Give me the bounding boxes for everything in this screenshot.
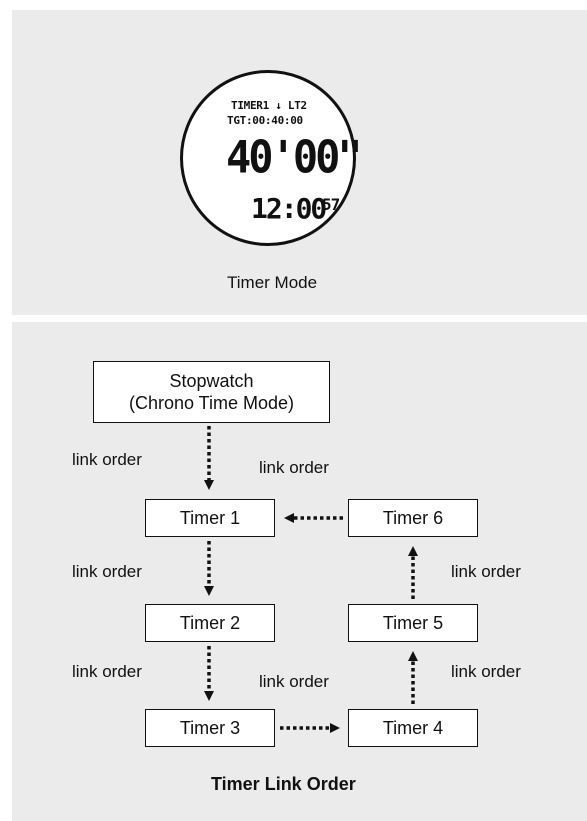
timer-mode-caption: Timer Mode (227, 273, 318, 292)
link-order-label: link order (72, 662, 142, 681)
timer6-box: Timer 6 (348, 499, 478, 537)
link-order-label: link order (72, 450, 142, 469)
stopwatch-box: Stopwatch (Chrono Time Mode) (93, 361, 330, 423)
lcd-main-time: 40'00" (226, 131, 363, 184)
lcd-target-line: TGT:00:40:00 (227, 114, 303, 127)
lcd-clock-seconds: 57 (322, 195, 340, 214)
timer4-box: Timer 4 (348, 709, 478, 747)
stopwatch-mode-label: (Chrono Time Mode) (128, 393, 295, 413)
timer2-box: Timer 2 (145, 604, 275, 642)
timer5-box: Timer 5 (348, 604, 478, 642)
link-order-label: link order (259, 458, 329, 477)
link-order-label: link order (72, 562, 142, 581)
watch-face: TIMER1 ↓ LT2 TGT:00:40:00 40'00" 12:00 5… (180, 70, 363, 246)
link-order-label: link order (259, 672, 329, 691)
link-order-label: link order (451, 662, 521, 681)
link-order-label: link order (451, 562, 521, 581)
timer3-box: Timer 3 (145, 709, 275, 747)
lcd-clock: 12:00 (251, 192, 327, 225)
timer1-box: Timer 1 (145, 499, 275, 537)
stopwatch-label: Stopwatch (169, 371, 254, 391)
lcd-timer-line: TIMER1 ↓ LT2 (231, 99, 307, 112)
timer-link-order-caption: Timer Link Order (211, 774, 356, 794)
